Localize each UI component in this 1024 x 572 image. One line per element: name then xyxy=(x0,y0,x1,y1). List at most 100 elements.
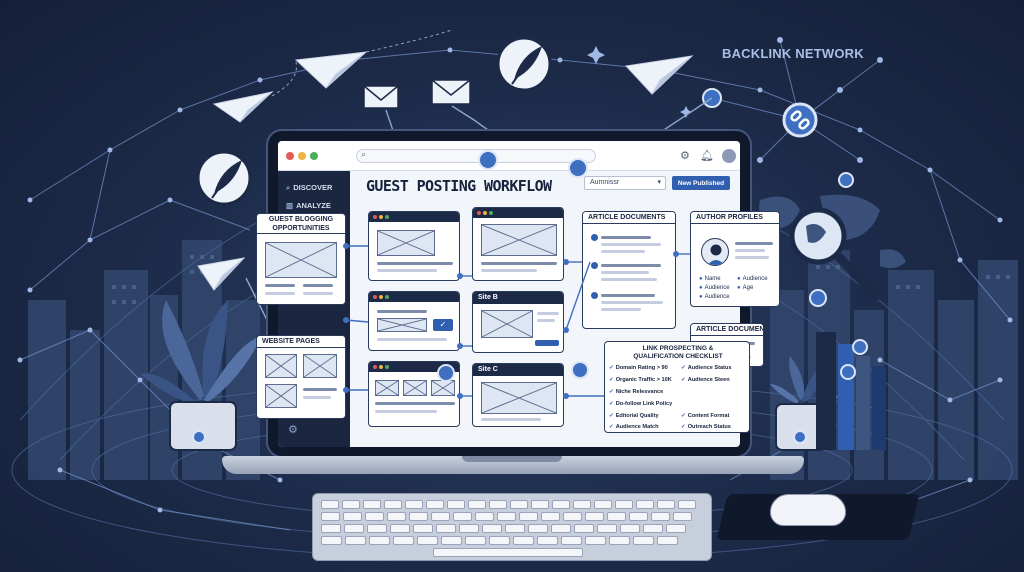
site-a-window-2[interactable]: ✓ xyxy=(368,291,460,351)
keyboard-key xyxy=(510,500,528,509)
gear-icon[interactable]: ⚙ xyxy=(680,149,690,162)
filter-select[interactable]: Aumnissr ▾ xyxy=(584,176,666,190)
checkmark-icon: ✓ xyxy=(681,377,686,383)
sidebar-item-discover[interactable]: ⌕DISCOVER xyxy=(286,183,333,192)
keyboard-key xyxy=(321,500,339,509)
keyboard-key xyxy=(409,512,428,521)
keyboard-key xyxy=(585,512,604,521)
site-a-window-1[interactable] xyxy=(368,211,460,281)
keyboard-key xyxy=(615,500,633,509)
site-b-window[interactable]: Site B xyxy=(472,291,564,353)
page-title: GUEST POSTING WORKFLOW xyxy=(366,177,552,195)
keyboard-key xyxy=(321,512,340,521)
checklist-item[interactable]: ✓Outreach Status xyxy=(681,424,731,430)
magnifier-icon xyxy=(789,207,881,301)
maximize-window-dot[interactable] xyxy=(310,152,318,160)
envelope-icon xyxy=(363,79,471,109)
keyboard-key xyxy=(365,512,384,521)
checklist-item[interactable]: ✓Audience Match xyxy=(609,424,659,430)
quill-icon xyxy=(196,36,552,206)
keyboard-key xyxy=(465,536,486,545)
keyboard-key xyxy=(345,536,366,545)
keyboard-key xyxy=(561,536,582,545)
checkmark-icon: ✓ xyxy=(609,365,614,371)
checkmark-icon: ✓ xyxy=(681,365,686,371)
checklist-item[interactable]: ✓Organic Traffic > 10K xyxy=(609,377,672,383)
keyboard-key xyxy=(390,524,410,533)
keyboard-key xyxy=(441,536,462,545)
keyboard-key xyxy=(489,536,510,545)
paper-plane-icon xyxy=(197,51,694,291)
keyboard-key xyxy=(447,500,465,509)
keyboard-key xyxy=(369,536,390,545)
keyboard-key xyxy=(453,512,472,521)
keyboard-key xyxy=(513,536,534,545)
user-avatar[interactable] xyxy=(722,149,736,163)
keyboard-key xyxy=(387,512,406,521)
new-published-button[interactable]: New Published xyxy=(672,176,730,190)
site-a-main-window[interactable] xyxy=(472,207,564,281)
minimize-window-dot[interactable] xyxy=(298,152,306,160)
qualification-checklist: LINK PROSPECTING & QUALIFICATION CHECKLI… xyxy=(604,341,750,433)
keyboard-key xyxy=(489,500,507,509)
keyboard-key xyxy=(657,536,678,545)
author-profiles-card[interactable]: AUTHOR PROFILES ●Name ●Audience ●Audienc… xyxy=(690,211,780,307)
checklist-item[interactable]: ✓Do-follow Link Policy xyxy=(609,401,673,407)
approve-button[interactable]: ✓ xyxy=(433,319,453,331)
keyboard-key xyxy=(633,536,654,545)
keyboard-key xyxy=(393,536,414,545)
settings-icon[interactable]: ⚙ xyxy=(288,423,298,436)
keyboard-key xyxy=(531,500,549,509)
website-pages-card[interactable]: WEBSITE PAGES xyxy=(256,335,346,419)
keyboard-key xyxy=(563,512,582,521)
keyboard-key xyxy=(597,524,617,533)
backlink-network-title: BACKLINK NETWORK xyxy=(722,46,864,61)
keyboard-key xyxy=(468,500,486,509)
checklist-item[interactable]: ✓Audience Status xyxy=(681,365,732,371)
keyboard-key xyxy=(678,500,696,509)
keyboard-key xyxy=(384,500,402,509)
guest-blogging-card[interactable]: GUEST BLOGGING OPPORTUNITIES xyxy=(256,213,346,305)
mouse xyxy=(770,494,846,526)
checklist-item[interactable]: ✓Content Format xyxy=(681,413,730,419)
keyboard-key xyxy=(431,512,450,521)
laptop-notch xyxy=(462,456,562,462)
keyboard-key xyxy=(657,500,675,509)
site-b-action-button[interactable] xyxy=(535,340,559,346)
keyboard-key xyxy=(541,512,560,521)
keyboard-key xyxy=(585,536,606,545)
keyboard-key xyxy=(505,524,525,533)
bell-icon[interactable]: 🔔︎ xyxy=(700,149,714,162)
checkmark-icon: ✓ xyxy=(609,424,614,430)
keyboard-key xyxy=(342,500,360,509)
checklist-item[interactable]: ✓Niche Relesvance xyxy=(609,389,664,395)
chevron-down-icon: ▾ xyxy=(657,179,661,186)
checklist-item[interactable]: ✓Domain Rating > 90 xyxy=(609,365,668,371)
keyboard-key xyxy=(594,500,612,509)
keyboard xyxy=(312,493,712,561)
keyboard-key xyxy=(519,512,538,521)
keyboard-key xyxy=(367,524,387,533)
link-hub-icon xyxy=(782,102,818,138)
keyboard-key xyxy=(405,500,423,509)
keyboard-key xyxy=(574,524,594,533)
keyboard-key xyxy=(673,512,692,521)
checkmark-icon: ✓ xyxy=(681,424,686,430)
sidebar-item-analyze[interactable]: ▥ANALYZE xyxy=(286,201,331,210)
keyboard-key xyxy=(413,524,433,533)
checklist-item[interactable]: ✓Audience Steen xyxy=(681,377,730,383)
site-c-window[interactable]: Site C xyxy=(472,363,564,427)
keyboard-key xyxy=(629,512,648,521)
keyboard-key xyxy=(321,524,341,533)
close-window-dot[interactable] xyxy=(286,152,294,160)
keyboard-key xyxy=(573,500,591,509)
checklist-item[interactable]: ✓Editorial Quality xyxy=(609,413,659,419)
search-bar[interactable]: ⌕ xyxy=(356,149,596,163)
keyboard-key xyxy=(528,524,548,533)
sparkle-icon xyxy=(587,46,692,118)
keyboard-key xyxy=(344,524,364,533)
article-documents-card[interactable]: ARTICLE DOCUMENTS xyxy=(582,211,676,329)
keyboard-key xyxy=(551,524,571,533)
site-a-window-3[interactable] xyxy=(368,361,460,427)
